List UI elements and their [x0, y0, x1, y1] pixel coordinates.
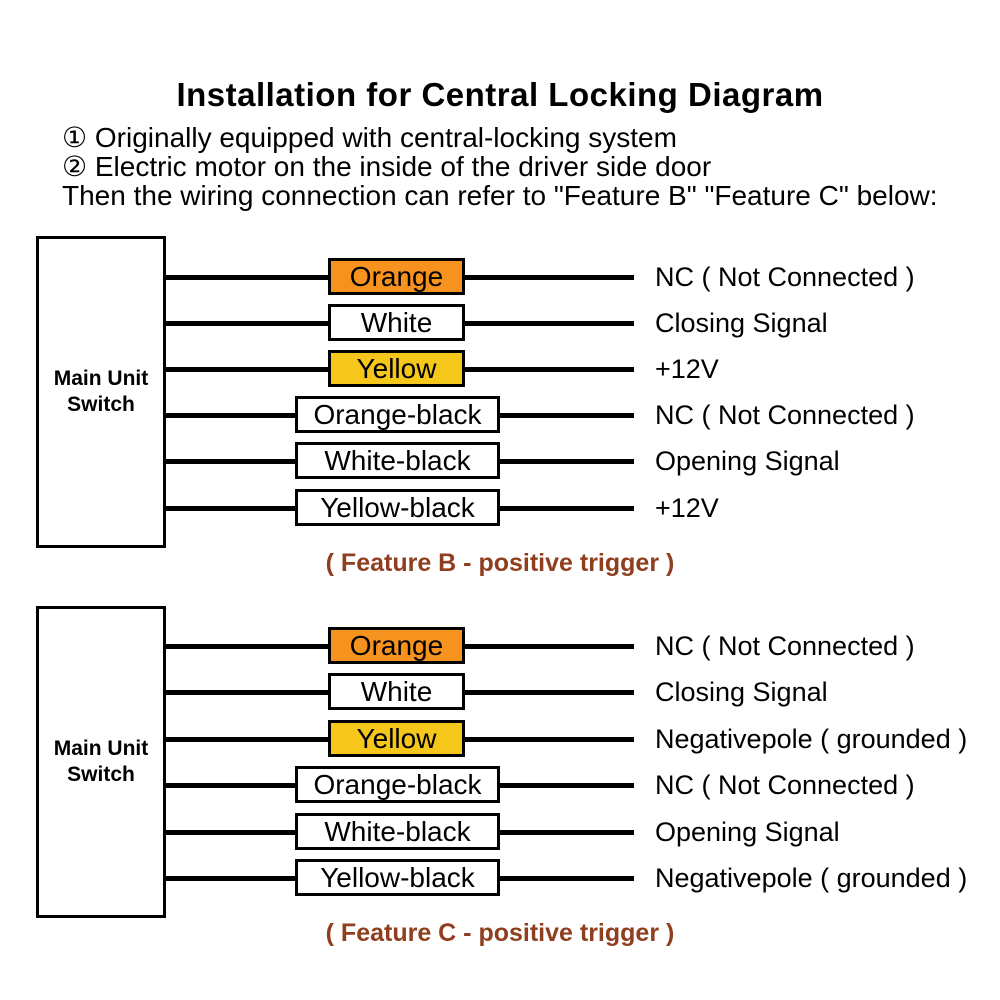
wire-segment — [462, 644, 634, 649]
wire-segment — [163, 321, 328, 326]
function-label: NC ( Not Connected ) — [655, 631, 915, 661]
wire-color-box: White — [328, 673, 465, 710]
wire-segment — [163, 876, 295, 881]
wire-segment — [163, 413, 295, 418]
wire-color-box: Yellow — [328, 720, 465, 757]
wire-segment — [462, 367, 634, 372]
wire-color-box: Orange — [328, 627, 465, 664]
wire-color-label: Yellow-black — [320, 861, 475, 893]
wire-segment — [163, 367, 328, 372]
wire-segment — [497, 876, 634, 881]
feature-c-caption: ( Feature C - positive trigger ) — [325, 919, 675, 947]
wire-color-box: White-black — [295, 442, 500, 479]
wire-color-box: Yellow-black — [295, 859, 500, 896]
wire-segment — [163, 690, 328, 695]
main-unit-label-line1: Main Unit — [53, 367, 149, 390]
wire-color-label: White-black — [324, 444, 471, 476]
wire-color-label: White — [360, 675, 433, 707]
wire-color-label: Orange — [349, 260, 444, 292]
wire-segment — [497, 413, 634, 418]
wire-color-label: Yellow — [356, 352, 437, 384]
function-label: Opening Signal — [655, 446, 840, 476]
intro-line-2: ② Electric motor on the inside of the dr… — [62, 151, 712, 182]
wire-color-label: White — [360, 306, 433, 338]
intro-text: ① Originally equipped with central-locki… — [62, 123, 962, 210]
function-label: Closing Signal — [655, 677, 828, 707]
wire-segment — [163, 830, 295, 835]
intro-line-3: Then the wiring connection can refer to … — [62, 180, 938, 211]
main-unit-label-line2: Switch — [67, 763, 135, 786]
feature-b-caption: ( Feature B - positive trigger ) — [325, 549, 675, 577]
wire-color-label: Yellow-black — [320, 491, 475, 523]
wire-color-box: Yellow-black — [295, 489, 500, 526]
wire-segment — [163, 737, 328, 742]
wire-color-label: Orange-black — [313, 768, 482, 800]
wire-color-label: Orange-black — [313, 398, 482, 430]
intro-line-1: ① Originally equipped with central-locki… — [62, 122, 677, 153]
wire-segment — [462, 737, 634, 742]
function-label: NC ( Not Connected ) — [655, 770, 915, 800]
wire-color-box: White — [328, 304, 465, 341]
wire-color-label: Orange — [349, 629, 444, 661]
wire-segment — [497, 459, 634, 464]
function-label: +12V — [655, 354, 719, 384]
wire-segment — [163, 783, 295, 788]
main-unit-label-line2: Switch — [67, 393, 135, 416]
wire-color-box: Orange-black — [295, 766, 500, 803]
wire-color-label: Yellow — [356, 722, 437, 754]
wire-segment — [462, 321, 634, 326]
wire-segment — [462, 275, 634, 280]
wire-segment — [163, 459, 295, 464]
function-label: NC ( Not Connected ) — [655, 400, 915, 430]
main-unit-switch-box: Main Unit Switch — [36, 606, 166, 918]
function-label: Negativepole ( grounded ) — [655, 863, 968, 893]
wire-segment — [497, 506, 634, 511]
wire-segment — [462, 690, 634, 695]
wire-color-box: Yellow — [328, 350, 465, 387]
wire-color-box: White-black — [295, 813, 500, 850]
main-unit-switch-box: Main Unit Switch — [36, 236, 166, 548]
page-title: Installation for Central Locking Diagram — [176, 76, 824, 113]
function-label: Negativepole ( grounded ) — [655, 724, 968, 754]
wire-segment — [497, 830, 634, 835]
wire-segment — [497, 783, 634, 788]
wire-segment — [163, 506, 295, 511]
function-label: NC ( Not Connected ) — [655, 262, 915, 292]
main-unit-label-line1: Main Unit — [53, 737, 149, 760]
wire-color-label: White-black — [324, 815, 471, 847]
wire-segment — [163, 644, 328, 649]
wire-color-box: Orange — [328, 258, 465, 295]
wire-color-box: Orange-black — [295, 396, 500, 433]
function-label: Closing Signal — [655, 308, 828, 338]
function-label: Opening Signal — [655, 817, 840, 847]
wire-segment — [163, 275, 328, 280]
function-label: +12V — [655, 493, 719, 523]
